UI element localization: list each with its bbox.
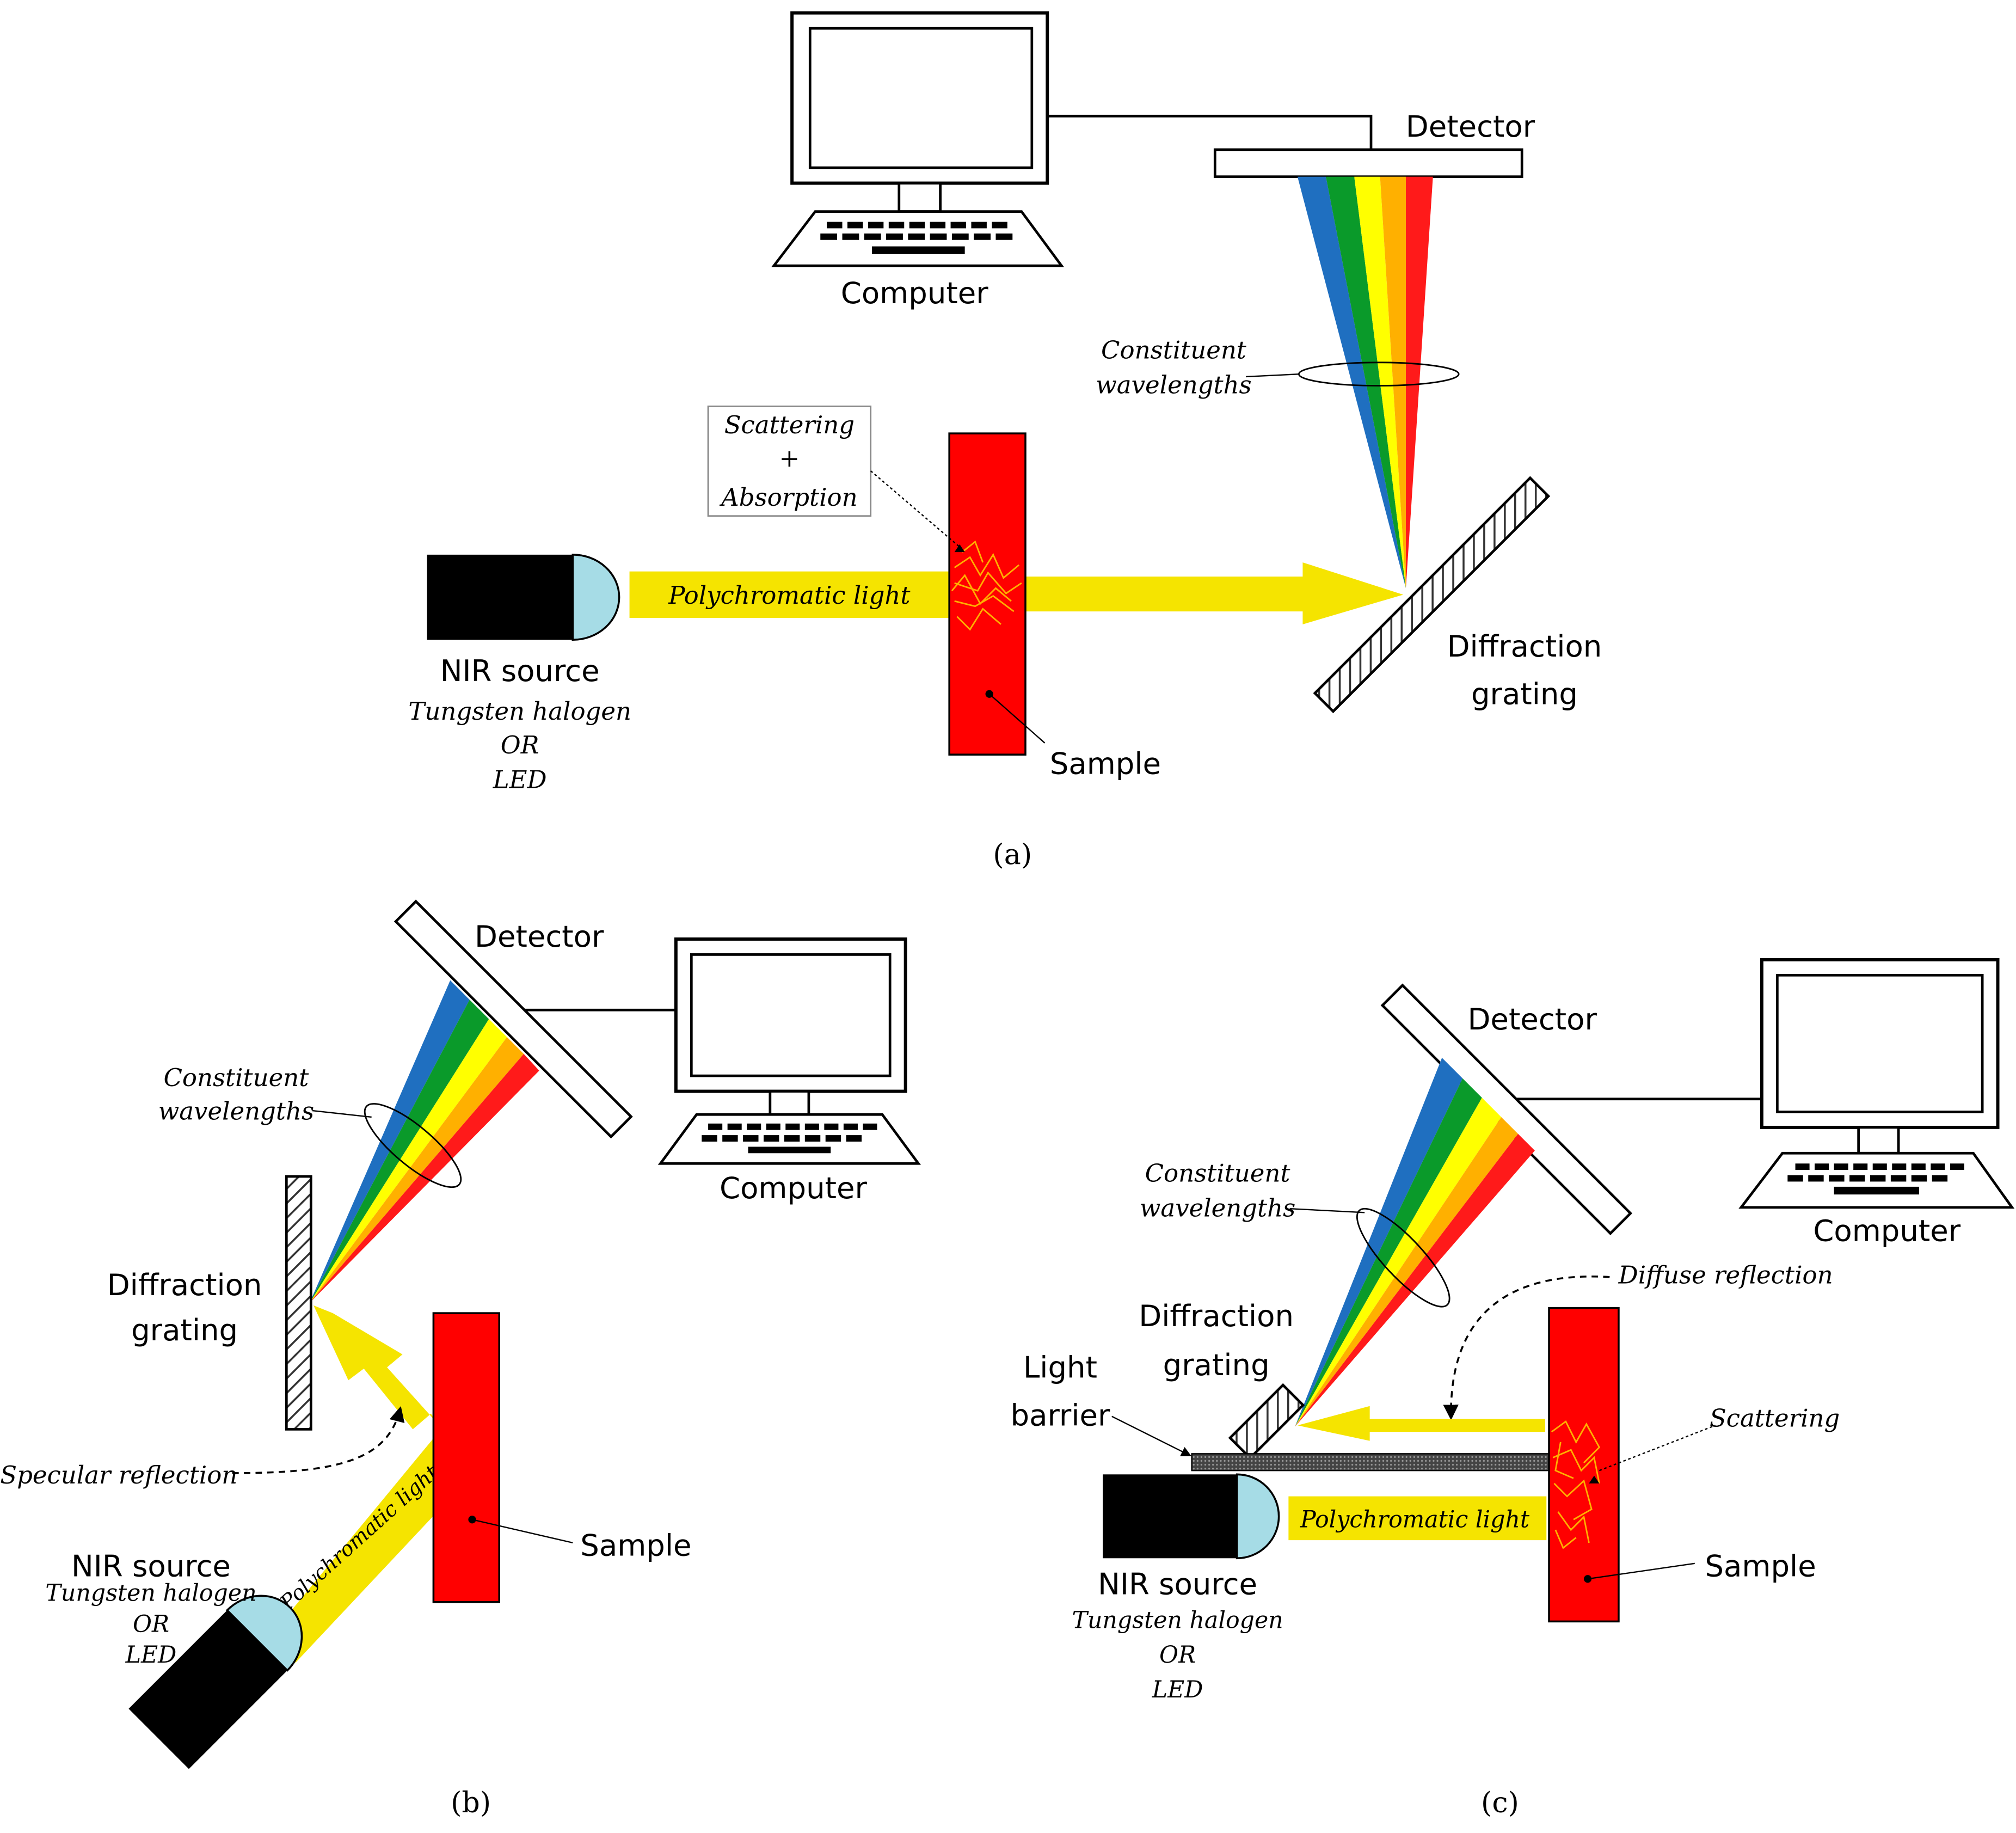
beam-a-transmitted bbox=[1025, 562, 1404, 624]
nir-line3-b: LED bbox=[125, 1641, 177, 1669]
beam-b-reflected bbox=[314, 1305, 445, 1432]
diffraction-grating-a bbox=[1313, 476, 1551, 714]
scattering-paths-a bbox=[951, 540, 1022, 631]
scattering-paths-c bbox=[1551, 1420, 1601, 1549]
nir-title-a: NIR source bbox=[440, 653, 600, 688]
grating-label-a-2: grating bbox=[1471, 677, 1578, 712]
panel-c: Computer Detector Constituent wavelength… bbox=[1011, 958, 2015, 1819]
sample-label-b: Sample bbox=[580, 1528, 691, 1563]
beam-b-incident bbox=[274, 1438, 437, 1663]
computer-label-b: Computer bbox=[720, 1170, 867, 1205]
beam-label-a: Polychromatic light bbox=[668, 581, 911, 610]
light-barrier bbox=[1191, 1453, 1550, 1472]
grating-label-b-2: grating bbox=[131, 1313, 238, 1347]
cable-a bbox=[1047, 114, 1373, 150]
sample-b bbox=[432, 1312, 501, 1603]
nir-line2-a: OR bbox=[501, 731, 539, 759]
box-absorption-label: Absorption bbox=[719, 483, 857, 512]
diffuse-label: Diffuse reflection bbox=[1618, 1261, 1833, 1290]
caption-a: (a) bbox=[993, 839, 1032, 872]
constituent-label-c-1: Constituent bbox=[1145, 1158, 1291, 1187]
beam-c-reflected bbox=[1297, 1406, 1545, 1441]
constituent-label-b-2: wavelengths bbox=[158, 1097, 314, 1126]
sample-c bbox=[1548, 1307, 1620, 1623]
scatter-absorb-box bbox=[707, 405, 872, 517]
nir-source-b bbox=[128, 1595, 303, 1769]
caption-b: (b) bbox=[451, 1787, 491, 1819]
caption-c: (c) bbox=[1481, 1787, 1519, 1819]
computer-label-a: Computer bbox=[841, 275, 988, 310]
wavelength-leader-a bbox=[1246, 373, 1299, 378]
scattering-label-c: Scattering bbox=[1710, 1404, 1840, 1433]
constituent-label-a-1: Constituent bbox=[1101, 336, 1247, 365]
nir-source-c bbox=[1103, 1473, 1280, 1560]
computer-icon bbox=[657, 937, 921, 1165]
nir-title-b: NIR source bbox=[71, 1548, 231, 1583]
nir-line3-c: LED bbox=[1152, 1676, 1203, 1703]
beam-label-c: Polychromatic light bbox=[1300, 1506, 1530, 1533]
nir-line1-b: Tungsten halogen bbox=[45, 1579, 256, 1607]
wavelength-ellipse-b bbox=[364, 1103, 462, 1188]
grating-label-c-2: grating bbox=[1163, 1347, 1270, 1382]
detector-b bbox=[394, 899, 633, 1139]
computer-icon bbox=[1738, 958, 2015, 1209]
nir-line3-a: LED bbox=[493, 765, 547, 794]
nir-title-c: NIR source bbox=[1098, 1567, 1257, 1602]
diffraction-grating-c bbox=[1228, 1383, 1305, 1460]
nir-line1-c: Tungsten halogen bbox=[1072, 1607, 1283, 1634]
grating-label-c-1: Diffraction bbox=[1139, 1298, 1294, 1333]
computer-icon bbox=[771, 11, 1065, 267]
wavelength-ellipse-c bbox=[1356, 1207, 1450, 1308]
box-plus-label: + bbox=[779, 444, 800, 473]
barrier-label-1: Light bbox=[1023, 1350, 1097, 1385]
sample-a bbox=[948, 432, 1027, 756]
grating-label-b-1: Diffraction bbox=[107, 1267, 262, 1302]
nir-line1-a: Tungsten halogen bbox=[408, 697, 631, 726]
computer-label-c: Computer bbox=[1813, 1213, 1960, 1248]
constituent-label-c-2: wavelengths bbox=[1140, 1193, 1295, 1222]
detector-label-a: Detector bbox=[1406, 109, 1535, 144]
barrier-label-2: barrier bbox=[1011, 1397, 1110, 1432]
diffraction-grating-b bbox=[285, 1175, 312, 1431]
panel-b: Computer Detector Constituent wavelength… bbox=[0, 899, 921, 1819]
detector-label-b: Detector bbox=[475, 919, 604, 954]
spectrum-fan-a bbox=[1297, 176, 1433, 588]
detector-a bbox=[1213, 148, 1523, 178]
panel-a: Computer Detector Constituent wavelength… bbox=[408, 11, 1602, 872]
box-scattering-label: Scattering bbox=[724, 410, 855, 439]
specular-label: Specular reflection bbox=[0, 1461, 237, 1489]
nir-line2-c: OR bbox=[1159, 1641, 1196, 1669]
specular-arrow bbox=[232, 1406, 405, 1474]
beam-c-incident bbox=[1288, 1496, 1547, 1541]
grating-label-a-1: Diffraction bbox=[1447, 629, 1602, 664]
nir-source-a bbox=[427, 554, 620, 641]
detector-label-c: Detector bbox=[1467, 1002, 1597, 1037]
nir-line2-b: OR bbox=[133, 1610, 169, 1638]
beam-a-incident bbox=[629, 571, 950, 618]
sample-label-c: Sample bbox=[1705, 1548, 1816, 1583]
constituent-label-b-1: Constituent bbox=[163, 1063, 309, 1092]
spectrum-fan-c bbox=[1295, 1057, 1535, 1427]
diffuse-arrow bbox=[1443, 1276, 1610, 1420]
sample-label-a: Sample bbox=[1050, 746, 1161, 781]
spectrum-fan-b bbox=[309, 980, 539, 1303]
constituent-label-a-2: wavelengths bbox=[1096, 371, 1251, 400]
